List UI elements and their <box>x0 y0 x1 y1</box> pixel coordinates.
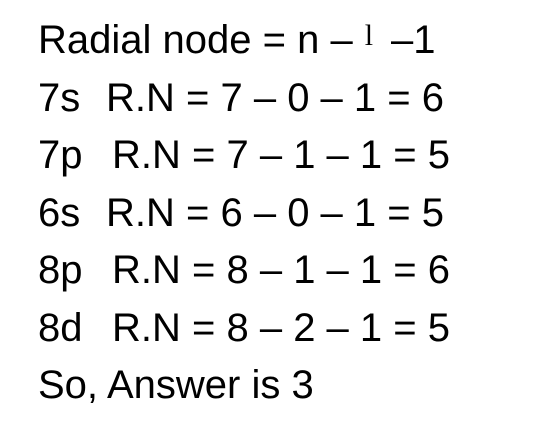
orbital-label: 7p <box>38 133 83 177</box>
row-7p: 7p R.N = 7 – 1 – 1 = 5 <box>38 127 538 185</box>
row-6s: 6s R.N = 6 – 0 – 1 = 5 <box>38 185 538 243</box>
orbital-label: 6s <box>38 190 81 235</box>
calculation: R.N = 6 – 0 – 1 = 5 <box>106 190 444 235</box>
formula-label: Radial node = n – <box>38 18 353 62</box>
row-8p: 8p R.N = 8 – 1 – 1 = 6 <box>38 242 538 300</box>
calculation: R.N = 7 – 1 – 1 = 5 <box>112 133 450 177</box>
radial-node-formula: Radial node = n – l –1 <box>38 12 538 70</box>
orbital-label: 8p <box>38 248 83 292</box>
calculation: R.N = 8 – 1 – 1 = 6 <box>112 248 450 292</box>
calculation: R.N = 8 – 2 – 1 = 5 <box>112 305 450 350</box>
calculation: R.N = 7 – 0 – 1 = 6 <box>106 75 444 120</box>
answer-line: So, Answer is 3 <box>38 357 538 415</box>
orbital-label: 8d <box>38 305 83 350</box>
row-8d: 8d R.N = 8 – 2 – 1 = 5 <box>38 300 538 358</box>
row-7s: 7s R.N = 7 – 0 – 1 = 6 <box>38 70 538 128</box>
azimuthal-symbol: l <box>364 19 374 52</box>
answer-text: So, Answer is 3 <box>38 363 314 407</box>
solution-text: Radial node = n – l –1 7s R.N = 7 – 0 – … <box>38 12 538 415</box>
orbital-label: 7s <box>38 75 81 120</box>
formula-tail: –1 <box>391 18 436 62</box>
